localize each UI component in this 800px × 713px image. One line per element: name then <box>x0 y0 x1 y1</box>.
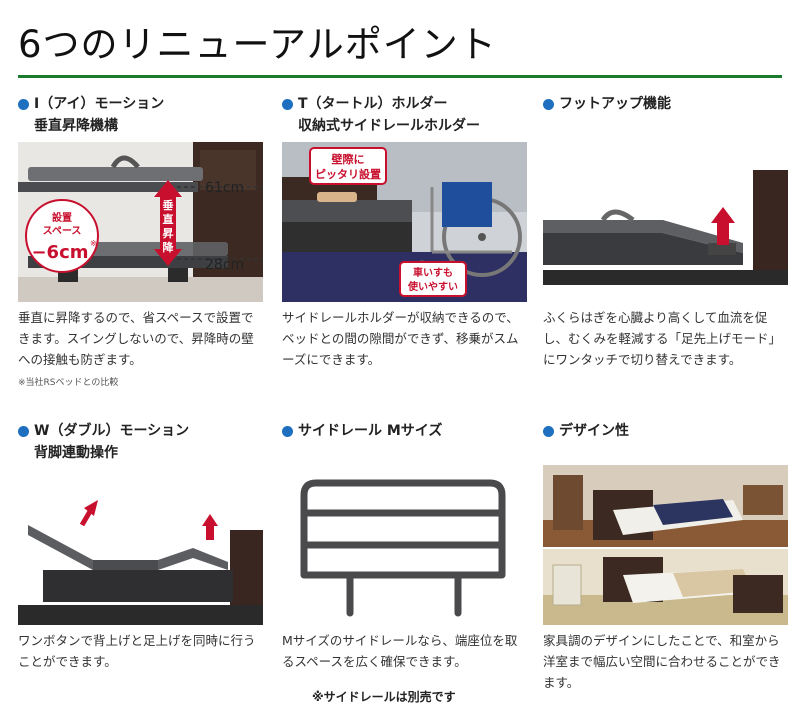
feature-t-holder: T（タートル）ホルダー 収納式サイドレールホルダー <box>282 93 527 137</box>
feature-design: デザイン性 <box>543 420 788 442</box>
t-holder-photo: 壁際に ピッタリ設置 車いすも 使いやすい <box>282 142 527 302</box>
bullet-icon <box>282 426 293 437</box>
height-bottom-label: 28cm <box>205 257 244 273</box>
height-top-label: 61cm <box>205 180 244 196</box>
side-rail-photo <box>282 465 527 625</box>
feature-description: ワンボタンで背上げと足上げを同時に行うことができます。 <box>18 633 256 669</box>
feature-description: サイドレールホルダーが収納できるので、ベッドとの間の隙間ができず、移乗がスムーズ… <box>282 310 519 367</box>
bullet-icon <box>18 99 29 110</box>
arrow-char: 降 <box>163 240 175 254</box>
arrow-char: 垂 <box>163 198 174 212</box>
callout-bottom-line2: 使いやすい <box>407 280 458 293</box>
feature-title: T（タートル）ホルダー <box>298 96 448 112</box>
comparison-note: ※当社RSベッドとの比較 <box>18 378 119 388</box>
badge-line2: スペース <box>43 225 82 237</box>
arrow-char: 直 <box>163 212 174 226</box>
feature-subtitle: 背脚連動操作 <box>34 445 118 461</box>
bullet-icon <box>282 99 293 110</box>
feature-title: I（アイ）モーション <box>34 96 165 112</box>
feature-description: ふくらはぎを心臓より高くして血流を促し、むくみを軽減する「足先上げモード」にワン… <box>543 310 782 367</box>
callout-bottom-line1: 車いすも <box>413 266 453 279</box>
feature-side-rail: サイドレール Mサイズ <box>282 420 527 442</box>
feature-title: デザイン性 <box>559 423 629 439</box>
badge-line1: 設置 <box>52 211 72 224</box>
sold-separately-note: ※サイドレールは別売です <box>312 690 456 704</box>
callout-top-line2: ピッタリ設置 <box>315 167 381 181</box>
title-divider <box>18 75 782 78</box>
feature-description: 垂直に昇降するので、省スペースで設置できます。スイングしないので、昇降時の壁への… <box>18 310 254 367</box>
feature-i-motion: I（アイ）モーション 垂直昇降機構 <box>18 93 263 137</box>
w-motion-photo <box>18 470 263 630</box>
bullet-icon <box>543 426 554 437</box>
bullet-icon <box>18 426 29 437</box>
feature-title: サイドレール Mサイズ <box>298 423 443 439</box>
badge-value: −6cm <box>31 242 88 263</box>
design-photos <box>543 465 788 625</box>
feature-w-motion: W（ダブル）モーション 背脚連動操作 <box>18 420 263 464</box>
feature-title: フットアップ機能 <box>559 96 671 112</box>
arrow-char: 昇 <box>163 227 174 240</box>
foot-up-photo <box>543 125 788 285</box>
feature-foot-up: フットアップ機能 <box>543 93 788 115</box>
feature-subtitle: 収納式サイドレールホルダー <box>298 118 480 134</box>
feature-subtitle: 垂直昇降機構 <box>34 118 118 134</box>
page-title: 6つのリニューアルポイント <box>18 23 497 66</box>
bullet-icon <box>543 99 554 110</box>
callout-top-line1: 壁際に <box>332 152 365 166</box>
feature-title: W（ダブル）モーション <box>34 423 190 439</box>
i-motion-photo: 垂 直 昇 降 61cm 28cm 設置 スペース −6cm ※ <box>18 142 263 302</box>
badge-mark: ※ <box>90 239 97 248</box>
feature-description: 家具調のデザインにしたことで、和室から洋室まで幅広い空間に合わせることができます… <box>543 633 781 690</box>
feature-description: Mサイズのサイドレールなら、端座位を取るスペースを広く確保できます。 <box>282 633 518 669</box>
